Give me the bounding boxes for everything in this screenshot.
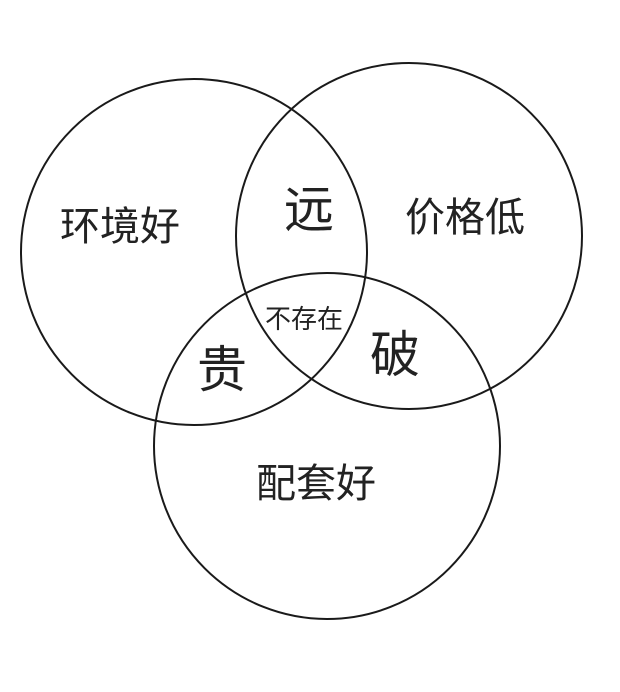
circle-environment [20,78,368,426]
label-facilities-good: 配套好 [256,461,376,507]
label-price-low: 价格低 [405,195,525,241]
label-far: 远 [284,181,334,239]
circle-facilities [153,272,501,620]
label-environment-good: 环境好 [60,204,180,250]
label-does-not-exist: 不存在 [264,305,344,335]
label-shabby: 破 [370,326,420,384]
circle-price [235,62,583,410]
label-expensive: 贵 [197,341,247,399]
